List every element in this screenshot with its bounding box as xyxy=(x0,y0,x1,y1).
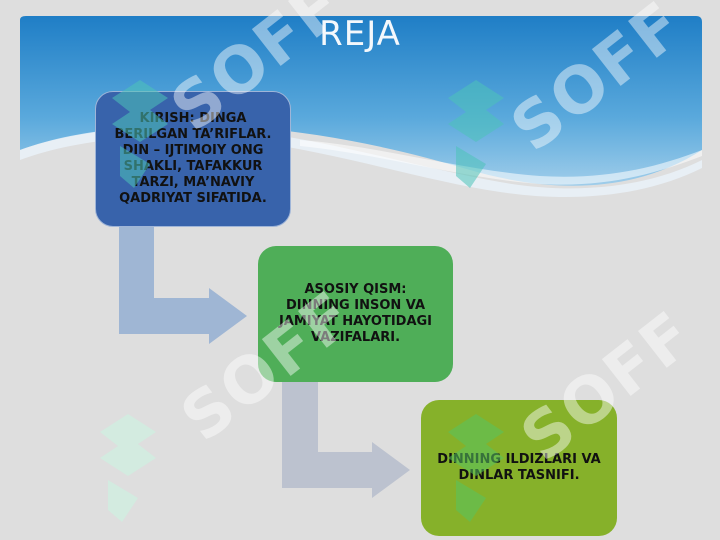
step-2-text: ASOSIY QISM: DINNING INSON VA JAMIYAT HA… xyxy=(278,282,433,345)
step-box-main-part: ASOSIY QISM: DINNING INSON VA JAMIYAT HA… xyxy=(258,246,453,382)
watermark-mark-icon xyxy=(448,80,504,188)
watermark-mark-icon xyxy=(100,414,156,522)
watermark-mark-icon xyxy=(448,414,504,522)
header-wave-background xyxy=(20,16,702,198)
watermark-mark-icon xyxy=(112,80,168,188)
slide-title: REJA xyxy=(319,14,401,54)
